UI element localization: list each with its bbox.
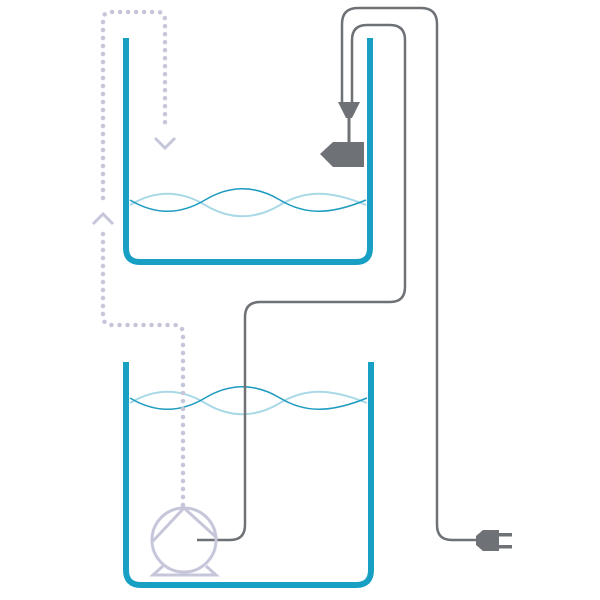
- lower-tank: [123, 362, 374, 588]
- flow-arrow-down-icon: [153, 136, 177, 151]
- upper-tank: [123, 38, 373, 265]
- sensor-stem: [347, 117, 351, 142]
- cables: [197, 6, 478, 542]
- water-wave-dark: [129, 188, 367, 212]
- upper-water-surface: [129, 188, 367, 218]
- level-sensor-icon: [320, 102, 364, 167]
- sensor-float: [320, 142, 364, 167]
- power-cable: [340, 6, 478, 542]
- flow-path-top: [100, 9, 168, 201]
- flow-path: [100, 9, 186, 508]
- water-wave-light: [129, 390, 368, 416]
- water-wave-light: [129, 192, 367, 218]
- sensor-arrow: [338, 102, 360, 118]
- flow-path-return: [100, 229, 186, 508]
- water-wave-dark: [129, 386, 368, 410]
- lower-water-surface: [129, 386, 368, 416]
- pump-icon: [149, 506, 220, 577]
- sensor-cable: [197, 23, 407, 542]
- flow-arrow-up-icon: [91, 211, 115, 226]
- power-plug-icon: [476, 530, 512, 551]
